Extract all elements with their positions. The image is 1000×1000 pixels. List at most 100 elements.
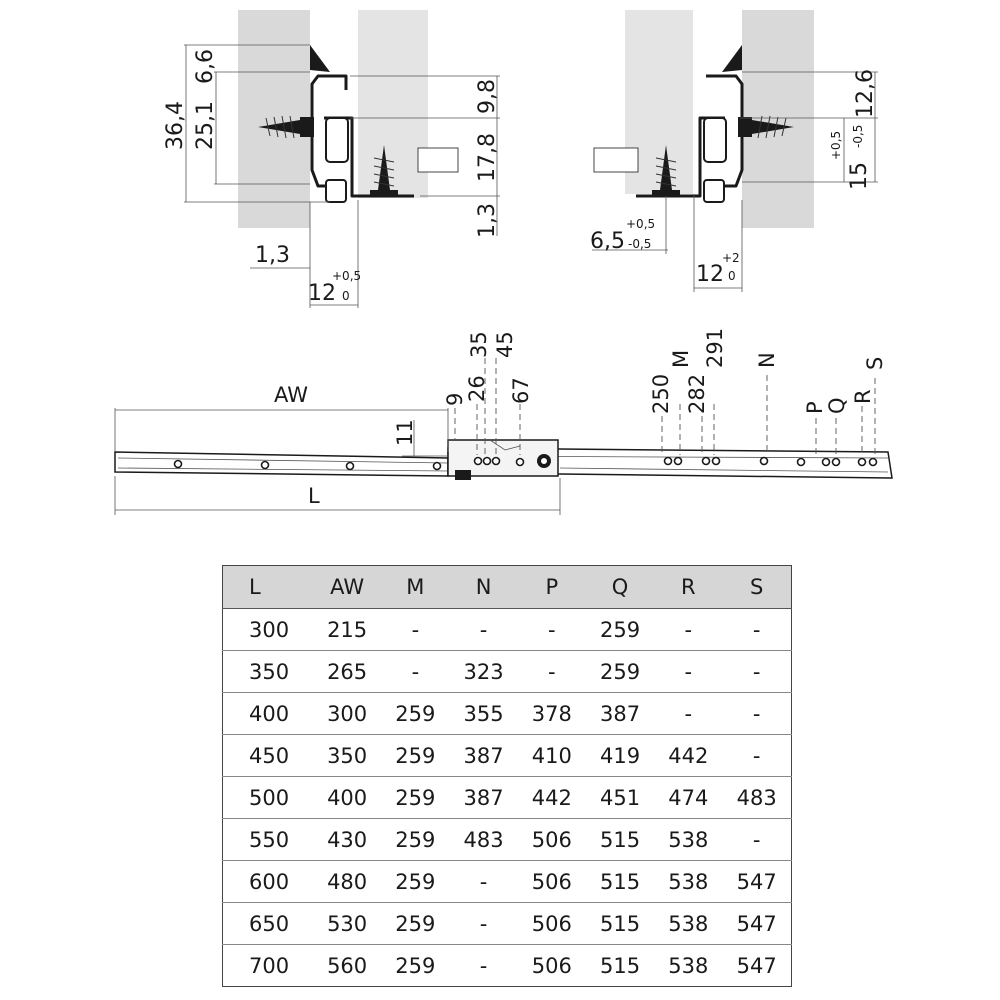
table-cell: 506	[517, 902, 586, 945]
table-cell: -	[381, 608, 450, 651]
rail-label-q: Q	[825, 397, 849, 414]
table-cell: 300	[222, 608, 313, 651]
cabinet-runner-profile	[310, 74, 348, 188]
table-cell: -	[479, 953, 488, 978]
table-cell: 259	[585, 608, 655, 651]
table-cell: -	[654, 608, 723, 651]
table-cell: 442	[654, 734, 723, 777]
drawer-bottom-stub	[417, 147, 459, 173]
table-cell: -	[449, 608, 518, 651]
table-cell: 259	[381, 734, 450, 777]
table-cell: 259	[381, 776, 450, 819]
table-cell: 650	[222, 902, 313, 945]
screw-horizontal-icon	[258, 115, 314, 139]
drawer-side-panel	[358, 10, 428, 198]
column-header: P	[517, 565, 586, 609]
table-cell: 410	[517, 734, 586, 777]
column-header: L	[222, 565, 313, 609]
dim-6-5: 6,5	[590, 229, 625, 254]
rail-label-l: L	[308, 484, 320, 508]
roller-lower-right	[703, 179, 725, 203]
dim-12-right: 12	[696, 262, 724, 287]
rail-label-250: 250	[649, 374, 673, 414]
table-cell: 355	[449, 692, 518, 735]
dim-25-1: 25,1	[193, 101, 218, 150]
table-cell: 538	[654, 902, 723, 945]
rail-label-35: 35	[467, 331, 491, 358]
table-cell: 259	[381, 902, 450, 945]
column-header: M	[381, 565, 450, 609]
table-cell: 259	[381, 692, 450, 735]
table-cell: 506	[517, 818, 586, 861]
table-cell: 442	[517, 776, 586, 819]
rail-holes	[173, 456, 878, 471]
screw-vertical-right-icon	[652, 145, 680, 196]
rail-label-r: R	[851, 389, 875, 404]
table-cell: 474	[654, 776, 723, 819]
section-left	[184, 10, 500, 308]
table-cell: 600	[222, 860, 313, 903]
table-cell: -	[722, 650, 792, 693]
dim-1-3-side: 1,3	[255, 243, 290, 268]
rail-label-291: 291	[703, 328, 727, 368]
table-cell: -	[722, 692, 792, 735]
dim-12-right-tol-upper: +2	[722, 251, 740, 265]
table-cell: 259	[381, 860, 450, 903]
screw-vertical-icon	[370, 145, 398, 196]
dim-12-right-tol-lower: 0	[728, 269, 736, 283]
dim-6-5-tol-lower: -0,5	[628, 237, 651, 251]
table-cell: 506	[531, 953, 572, 978]
rail-label-26: 26	[465, 375, 489, 402]
screw-horizontal-right-icon	[738, 115, 794, 139]
rail-label-282: 282	[685, 374, 709, 414]
rail-label-m: M	[669, 350, 693, 368]
rail-side-view	[114, 358, 893, 515]
rail-label-s: S	[863, 357, 887, 370]
dim-12-left: 12	[308, 281, 336, 306]
table-cell: -	[654, 692, 723, 735]
rail-label-67: 67	[509, 377, 533, 404]
table-cell: 538	[668, 953, 709, 978]
table-cell: 450	[222, 734, 313, 777]
dim-1-3-bottom: 1,3	[475, 203, 500, 238]
table-cell: 560	[327, 953, 368, 978]
table-cell: 259	[395, 953, 436, 978]
rail-label-aw: AW	[274, 383, 308, 407]
table-cell: -	[722, 734, 792, 777]
table-cell: 483	[449, 818, 518, 861]
column-header: N	[449, 565, 518, 609]
table-header-row: L AW M N P Q R S	[222, 565, 792, 609]
table-cell: 350	[313, 734, 382, 777]
table-cell: 480	[313, 860, 382, 903]
table-cell: -	[381, 650, 450, 693]
table-cell: -	[654, 650, 723, 693]
table-cell: -	[449, 860, 518, 903]
drawer-bottom-stub-right	[593, 147, 639, 173]
table-cell: 259	[381, 818, 450, 861]
table-cell: -	[517, 608, 586, 651]
dim-15: 15	[847, 162, 872, 190]
table-cell: 400	[222, 692, 313, 735]
rail-label-p: P	[803, 401, 827, 414]
column-header: R	[654, 565, 723, 609]
rail-label-9: 9	[443, 393, 467, 406]
rail-cabinet-member	[114, 451, 449, 477]
dim-12-left-tol-lower: 0	[342, 289, 350, 303]
dim-15-tol-upper: +0,5	[829, 131, 843, 160]
table-cell: 378	[517, 692, 586, 735]
roller-lower	[325, 179, 347, 203]
table-cell: 506	[517, 860, 586, 903]
table-cell: 530	[313, 902, 382, 945]
table-cell: 400	[313, 776, 382, 819]
table-cell: 538	[654, 860, 723, 903]
table-cell: 387	[449, 734, 518, 777]
table-cell: 387	[585, 692, 655, 735]
rail-label-n: N	[755, 352, 779, 368]
column-header: S	[722, 565, 792, 609]
dim-6-5-tol-upper: +0,5	[626, 217, 655, 231]
